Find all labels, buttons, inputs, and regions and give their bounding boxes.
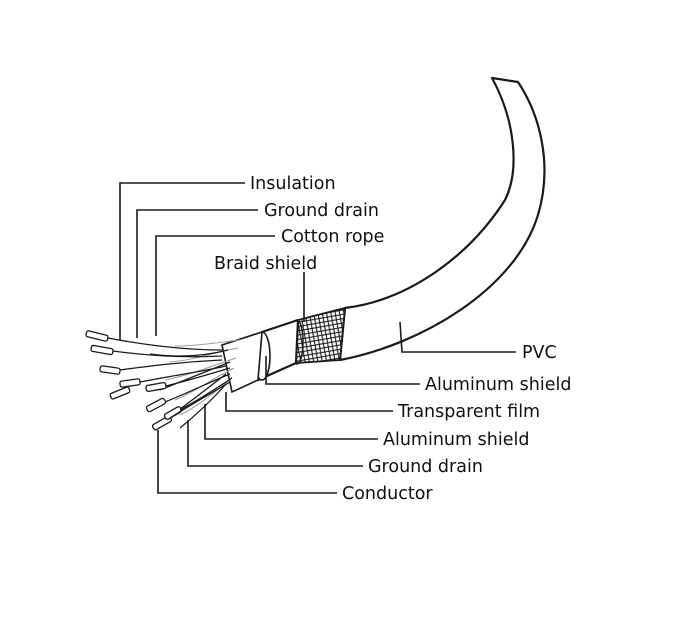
label-braid-shield: Braid shield — [214, 254, 317, 274]
leader-aluminum-shield-inner — [204, 404, 378, 440]
leader-lines — [119, 182, 516, 494]
labels: Insulation Ground drain Cotton rope Brai… — [214, 174, 571, 504]
label-ground-drain-bottom: Ground drain — [368, 457, 483, 477]
leader-insulation — [119, 182, 245, 340]
leader-conductor — [157, 430, 337, 494]
conductors — [85, 330, 233, 431]
leader-cotton-rope — [155, 235, 275, 336]
label-cotton-rope: Cotton rope — [281, 227, 384, 247]
label-aluminum-shield-inner: Aluminum shield — [383, 430, 529, 450]
leader-transparent-film — [225, 392, 393, 412]
transparent-film — [221, 330, 263, 394]
label-insulation: Insulation — [250, 174, 336, 194]
label-pvc: PVC — [522, 343, 557, 363]
leader-pvc — [399, 321, 516, 353]
leader-ground-drain-bottom — [187, 420, 363, 467]
label-transparent-film: Transparent film — [397, 402, 540, 422]
leader-ground-drain-top — [136, 209, 258, 338]
label-ground-drain-top: Ground drain — [264, 201, 379, 221]
label-aluminum-shield-outer: Aluminum shield — [425, 375, 571, 395]
label-conductor: Conductor — [342, 484, 433, 504]
leader-aluminum-shield-outer — [265, 356, 420, 385]
